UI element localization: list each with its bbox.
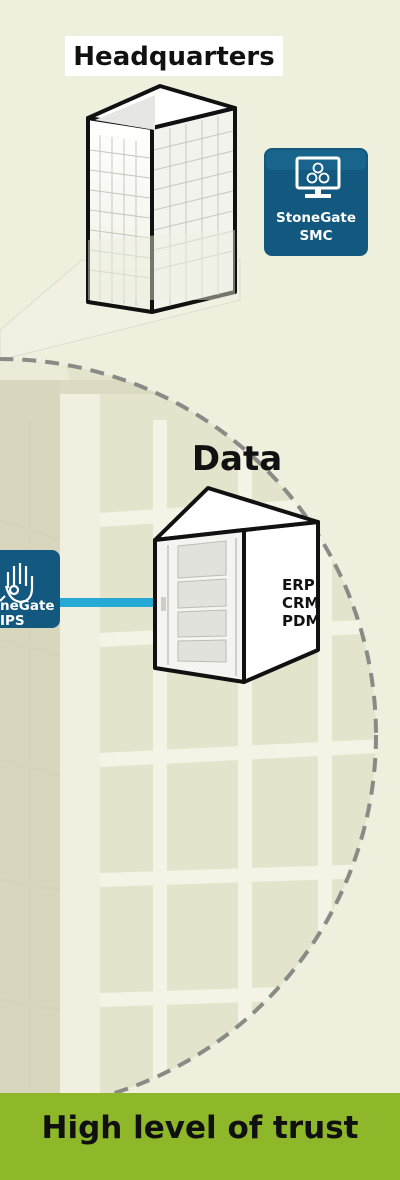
data-apps-list: ERP CRM PDM <box>282 576 320 630</box>
server-rack <box>153 486 320 684</box>
hand-shield-icon <box>0 563 34 604</box>
data-app-item: PDM <box>282 612 320 630</box>
smc-badge-line1: StoneGate <box>276 210 356 226</box>
trust-level-footer <box>0 1093 400 1180</box>
headquarters-label: Headquarters <box>65 36 283 76</box>
data-app-item: CRM <box>282 594 320 612</box>
headquarters-tower <box>86 84 237 314</box>
ips-badge[interactable]: neGate IPS <box>0 550 60 629</box>
trust-level-label: High level of trust <box>41 1110 359 1146</box>
smc-badge-line2: SMC <box>299 228 332 244</box>
smc-badge[interactable]: StoneGate SMC <box>264 148 368 256</box>
connection-line <box>58 598 160 607</box>
zoom-circle <box>0 357 378 1113</box>
data-app-item: ERP <box>282 576 315 594</box>
ips-badge-line2: IPS <box>0 613 25 629</box>
ips-badge-line1: neGate <box>0 598 55 614</box>
monitor-gears-icon <box>295 156 341 198</box>
headquarters-label-text: Headquarters <box>73 42 274 72</box>
data-label: Data <box>192 439 282 479</box>
